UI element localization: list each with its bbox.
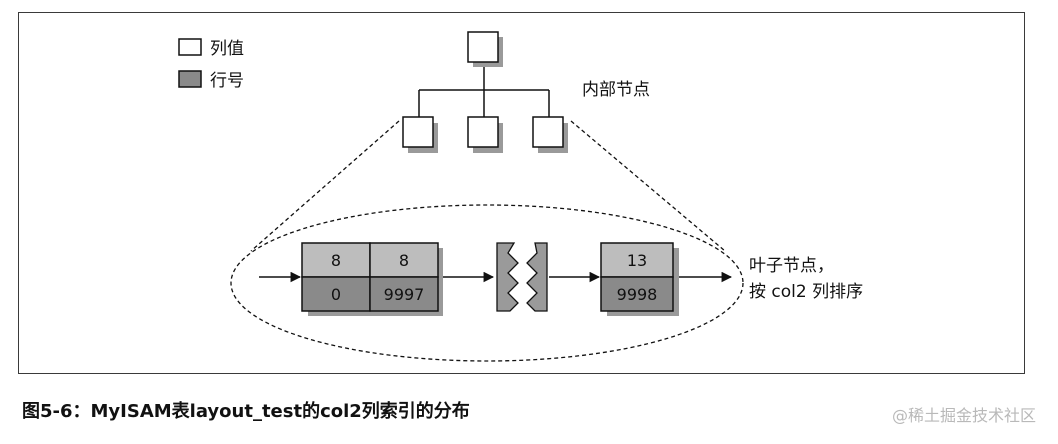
- cell-row-number: 9997: [384, 285, 425, 304]
- leaf-nodes-label-line1: 叶子节点，: [749, 256, 834, 276]
- row-number-cell: [600, 276, 674, 312]
- legend: 列值 行号: [178, 38, 244, 91]
- root-node: [467, 31, 499, 63]
- leaf-nodes-label-line2: 按 col2 列排序: [749, 282, 863, 302]
- internal-node: [402, 116, 434, 148]
- omitted-pages-icon: [496, 242, 548, 312]
- cell-row-number: 0: [331, 285, 341, 304]
- internal-nodes-label: 内部节点: [582, 80, 650, 100]
- row-number-swatch: [178, 70, 202, 88]
- internal-node: [467, 116, 499, 148]
- column-value-swatch: [178, 38, 202, 56]
- cell-col-value: 8: [399, 251, 409, 270]
- leaf-zoom-outline: [230, 120, 744, 362]
- row-number-cell: [369, 276, 439, 312]
- leaf-page-1: 8 8 0 9997: [301, 242, 443, 316]
- watermark: @稀土掘金技术社区: [891, 406, 1036, 425]
- legend-column-value-label: 列值: [210, 39, 244, 59]
- leaf-page-2: 13 9998: [600, 242, 679, 316]
- internal-nodes: 内部节点: [402, 31, 650, 153]
- column-value-cell: [369, 242, 439, 278]
- leaf-level-ellipse: [230, 204, 744, 362]
- cell-row-number: 9998: [617, 285, 658, 304]
- internal-node: [532, 116, 564, 148]
- diagram-frame: 列值 行号 内部节点: [18, 12, 1025, 374]
- cell-col-value: 8: [331, 251, 341, 270]
- figure-caption: 图5-6：MyISAM表layout_test的col2列索引的分布: [22, 401, 470, 422]
- cell-col-value: 13: [627, 251, 647, 270]
- legend-row-number-label: 行号: [210, 71, 244, 91]
- btree-diagram: 列值 行号 内部节点: [178, 31, 863, 362]
